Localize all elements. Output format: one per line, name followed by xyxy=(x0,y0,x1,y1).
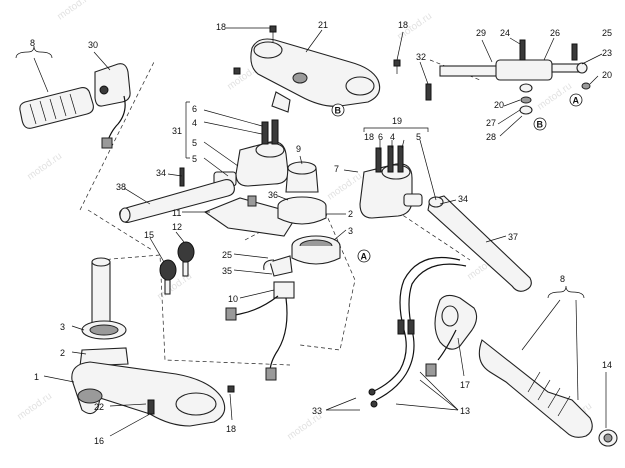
callout-5: 5 xyxy=(192,138,197,148)
watermark-text: motod.ru xyxy=(15,391,54,423)
callout-26: 26 xyxy=(550,28,560,38)
callout-24: 24 xyxy=(500,28,510,38)
callout-33: 33 xyxy=(312,406,322,416)
steering-stem xyxy=(79,257,129,367)
ref-b-label: B xyxy=(335,106,342,116)
watermark-text: motod.ru xyxy=(535,81,574,113)
callout-3: 3 xyxy=(348,226,353,236)
throttle-cables xyxy=(368,256,467,408)
callout-38: 38 xyxy=(116,182,126,192)
callout-6: 6 xyxy=(378,132,383,142)
callout-18: 18 xyxy=(364,132,374,142)
callout-2: 2 xyxy=(60,348,65,358)
callout-3: 3 xyxy=(60,322,65,332)
callout-18: 18 xyxy=(226,424,236,434)
callout-19: 19 xyxy=(392,116,402,126)
callout-16: 16 xyxy=(94,436,104,446)
watermark-text: motod.ru xyxy=(55,0,94,22)
upper-bearing xyxy=(291,235,341,265)
callout-4: 4 xyxy=(192,118,197,128)
watermark-text: motod.ru xyxy=(25,151,64,183)
callout-25: 25 xyxy=(602,28,612,38)
callout-7: 7 xyxy=(334,164,339,174)
reference-markers: B B A A xyxy=(331,93,583,263)
ref-a-label: A xyxy=(361,252,368,262)
right-clip-on xyxy=(359,145,423,219)
callout-17: 17 xyxy=(460,380,470,390)
callout-18: 18 xyxy=(398,20,408,30)
callout-20: 20 xyxy=(602,70,612,80)
left-grip xyxy=(19,87,94,129)
callout-11: 11 xyxy=(172,208,181,218)
left-handlebar-tube xyxy=(119,179,235,223)
callout-6: 6 xyxy=(192,104,197,114)
callout-22: 22 xyxy=(94,402,104,412)
callout-34: 34 xyxy=(458,194,468,204)
callout-5: 5 xyxy=(192,154,197,164)
callout-8: 8 xyxy=(30,38,35,48)
callout-35: 35 xyxy=(222,266,232,276)
callout-1: 1 xyxy=(34,372,39,382)
callout-23: 23 xyxy=(602,48,612,58)
ref-b-label: B xyxy=(537,120,544,130)
upper-triple-clamp xyxy=(250,38,381,113)
callout-15: 15 xyxy=(144,230,154,240)
callout-29: 29 xyxy=(476,28,486,38)
callout-28: 28 xyxy=(486,132,496,142)
ignition-keys xyxy=(159,241,195,295)
top-bolts xyxy=(233,25,401,75)
callout-12: 12 xyxy=(172,222,182,232)
right-handlebar-tube xyxy=(427,195,532,292)
ignition-bracket xyxy=(203,195,299,237)
callout-31: 31 xyxy=(172,126,182,136)
callout-21: 21 xyxy=(318,20,328,30)
callout-36: 36 xyxy=(268,190,278,200)
bar-end-weight xyxy=(598,429,618,447)
callout-2: 2 xyxy=(348,209,353,219)
callout-30: 30 xyxy=(88,40,98,50)
callout-34: 34 xyxy=(156,168,166,178)
right-grip xyxy=(478,339,593,438)
callout-18: 18 xyxy=(216,22,226,32)
watermark-text: motod.ru xyxy=(325,171,364,203)
ignition-switch xyxy=(277,161,327,225)
callout-8: 8 xyxy=(560,274,565,284)
callout-20: 20 xyxy=(494,100,504,110)
callout-32: 32 xyxy=(416,52,426,62)
ref-a-label: A xyxy=(573,96,580,106)
callout-4: 4 xyxy=(390,132,395,142)
right-switch-housing xyxy=(425,294,478,377)
callout-5: 5 xyxy=(416,132,421,142)
callout-13: 13 xyxy=(460,406,470,416)
left-clip-on xyxy=(179,119,289,187)
callout-14: 14 xyxy=(602,360,612,370)
callout-27: 27 xyxy=(486,118,496,128)
callout-labels: 8 30 18 21 18 32 29 24 26 25 23 20 20 27… xyxy=(30,20,612,446)
callout-9: 9 xyxy=(296,144,301,154)
steering-damper xyxy=(425,39,591,115)
callout-25: 25 xyxy=(222,250,232,260)
leader-lines xyxy=(15,27,607,437)
callout-37: 37 xyxy=(508,232,518,242)
lower-triple-clamp xyxy=(71,361,235,427)
ignition-wiring xyxy=(225,255,295,381)
callout-10: 10 xyxy=(228,294,238,304)
throttle-housing xyxy=(94,63,131,149)
